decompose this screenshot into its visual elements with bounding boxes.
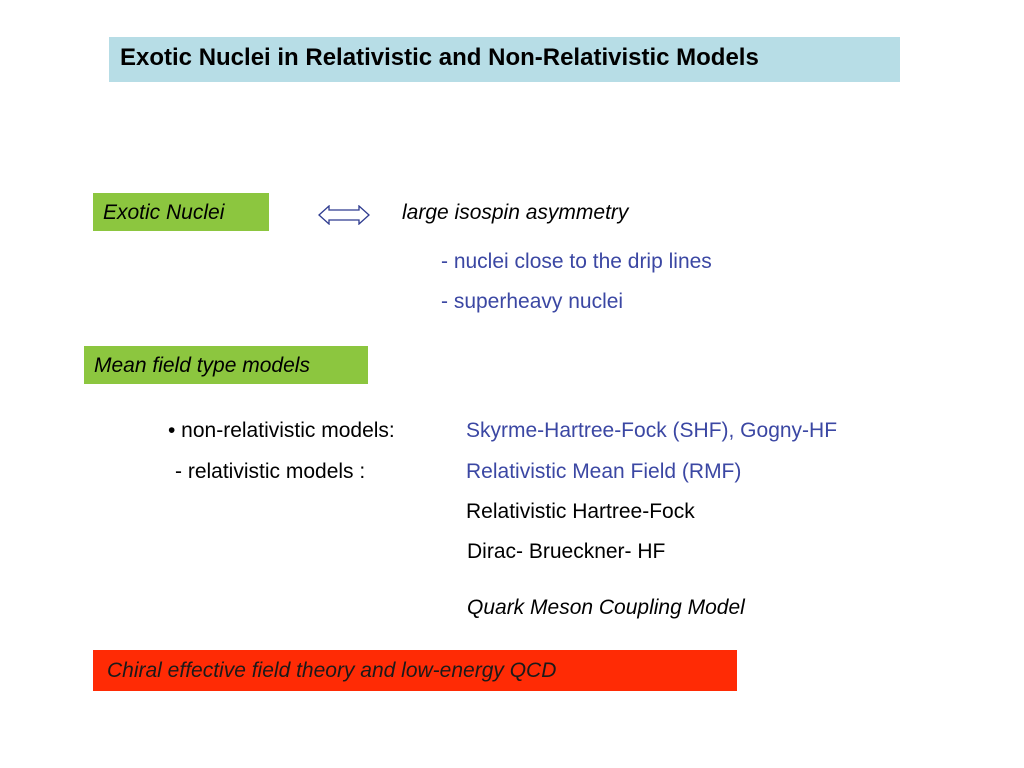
- qmc-model: Quark Meson Coupling Model: [467, 596, 745, 619]
- title-banner: [109, 37, 900, 82]
- nonrel-models-value: Skyrme-Hartree-Fock (SHF), Gogny-HF: [466, 419, 838, 442]
- nonrel-models-label: • non-relativistic models:: [168, 419, 395, 442]
- chiral-eft-label: Chiral effective field theory and low-en…: [93, 650, 737, 691]
- page-title: Exotic Nuclei in Relativistic and Non-Re…: [120, 44, 759, 71]
- rel-model-rmf: Relativistic Mean Field (RMF): [466, 460, 742, 483]
- exotic-point-drip-lines: - nuclei close to the drip lines: [441, 250, 712, 273]
- exotic-point-superheavy: - superheavy nuclei: [441, 290, 624, 313]
- isospin-description: large isospin asymmetry: [402, 201, 629, 224]
- rel-model-rhf: Relativistic Hartree-Fock: [466, 500, 695, 523]
- rel-model-dbhf: Dirac- Brueckner- HF: [467, 540, 666, 563]
- rel-models-label: - relativistic models :: [175, 460, 366, 483]
- double-arrow-icon: [318, 204, 370, 230]
- exotic-nuclei-label: Exotic Nuclei: [93, 193, 269, 231]
- mean-field-label: Mean field type models: [84, 346, 368, 384]
